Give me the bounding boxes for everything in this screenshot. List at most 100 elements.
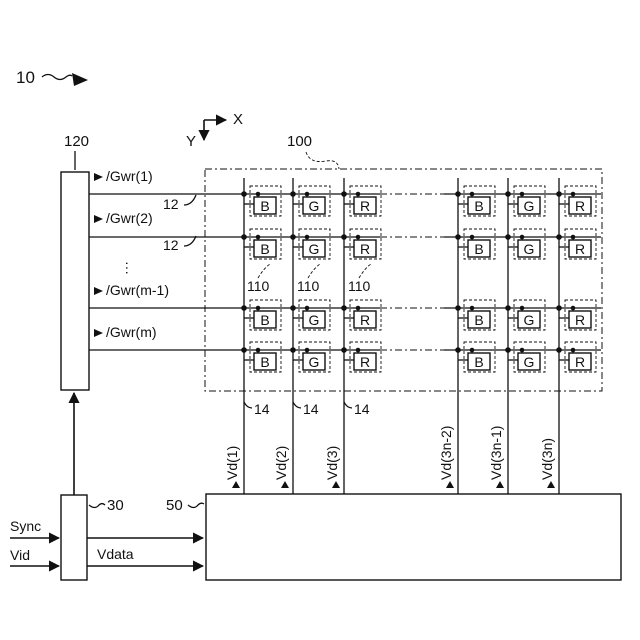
- pixel-color-label: G: [524, 354, 535, 370]
- gate-junction-dot: [455, 234, 461, 240]
- gate-junction-dot: [556, 347, 562, 353]
- gate-junction-dot: [556, 305, 562, 311]
- pixel-color-label: G: [524, 241, 535, 257]
- gate-signal-arrow-icon: [94, 287, 103, 295]
- gate-junction-dot: [455, 191, 461, 197]
- pixel-gate-dot: [520, 306, 525, 311]
- pixel-gate-dot: [571, 306, 576, 311]
- gate-junction-dot: [455, 347, 461, 353]
- pixel-gate-dot: [305, 235, 310, 240]
- gate-junction-dot: [455, 305, 461, 311]
- pixel-leader: [359, 264, 371, 278]
- pixel-color-label: B: [260, 241, 269, 257]
- pixel-color-label: R: [575, 354, 585, 370]
- figure-leader: [42, 75, 72, 80]
- pixel-color-label: R: [360, 354, 370, 370]
- gate-junction-dot: [556, 191, 562, 197]
- pixel-gate-dot: [305, 348, 310, 353]
- data-signal-arrow-icon: [332, 481, 340, 488]
- data-signal-arrow-icon: [281, 481, 289, 488]
- data-signal-label: Vd(3): [324, 446, 340, 480]
- data-signal-arrow-icon: [547, 481, 555, 488]
- gate-junction-dot: [290, 347, 296, 353]
- pixel-color-label: R: [360, 198, 370, 214]
- pixel-color-label: R: [575, 198, 585, 214]
- row-line-label: 12: [163, 196, 179, 212]
- gate-junction-dot: [290, 191, 296, 197]
- pixel-gate-dot: [356, 235, 361, 240]
- pixel-color-label: B: [474, 354, 483, 370]
- data-lines: [244, 178, 559, 494]
- pixel-color-label: G: [309, 354, 320, 370]
- pixel-color-label: G: [309, 241, 320, 257]
- y-axis-label: Y: [186, 133, 196, 150]
- gate-junction-dot: [241, 305, 247, 311]
- gate-junction-dot: [505, 191, 511, 197]
- row-line-label: 12: [163, 237, 179, 253]
- data-signal-arrow-icon: [496, 481, 504, 488]
- pixel-gate-dot: [256, 192, 261, 197]
- vid-input-label: Vid: [10, 547, 30, 563]
- scan-driver-label: 120: [64, 133, 89, 150]
- row-line-leader: [184, 195, 196, 205]
- sync-input-label: Sync: [10, 518, 41, 534]
- pixel-gate-dot: [571, 235, 576, 240]
- controller-label: 30: [107, 497, 124, 514]
- column-line-label: 14: [354, 401, 370, 417]
- figure-label: 10: [16, 68, 35, 87]
- pixel-gate-dot: [470, 348, 475, 353]
- gate-junction-dot: [290, 234, 296, 240]
- pixel-label: 110: [348, 278, 371, 294]
- controller-block: [61, 495, 87, 580]
- data-signal-arrow-icon: [232, 481, 240, 488]
- pixel-color-label: G: [524, 198, 535, 214]
- rows-ellipsis: ···: [120, 261, 136, 275]
- pixel-label: 110: [247, 278, 270, 294]
- scan-driver-block: [61, 172, 89, 390]
- pixel-gate-dot: [356, 348, 361, 353]
- data-signal-label: Vd(2): [273, 446, 289, 480]
- gate-junction-dot: [341, 347, 347, 353]
- axes-indicator: X Y: [186, 111, 243, 150]
- pixel-gate-dot: [256, 306, 261, 311]
- column-line-leader: [293, 402, 301, 408]
- gate-signal-arrow-icon: [94, 215, 103, 223]
- gate-junction-dot: [341, 234, 347, 240]
- pixel-gate-dot: [356, 192, 361, 197]
- gate-junction-dot: [556, 234, 562, 240]
- pixel-color-label: B: [474, 198, 483, 214]
- pixel-gate-dot: [470, 235, 475, 240]
- pixel-gate-dot: [470, 306, 475, 311]
- pixel-leader: [258, 264, 270, 278]
- pixel-color-label: G: [309, 198, 320, 214]
- pixel-gate-dot: [256, 348, 261, 353]
- data-signal-arrow-icon: [446, 481, 454, 488]
- pixel-gate-dot: [305, 306, 310, 311]
- gate-junction-dot: [241, 347, 247, 353]
- column-line-label: 14: [254, 401, 270, 417]
- pixel-gate-dot: [520, 192, 525, 197]
- vdata-label: Vdata: [97, 546, 134, 562]
- gate-signal-label: /Gwr(1): [106, 168, 153, 184]
- pixel-gate-dot: [520, 235, 525, 240]
- pixel-gate-dot: [470, 192, 475, 197]
- pixel-array-leader: [306, 152, 339, 169]
- data-driver-leader: [188, 503, 204, 507]
- gate-signal-label: /Gwr(m): [106, 324, 157, 340]
- column-line-leader: [344, 402, 352, 408]
- gate-junction-dot: [241, 234, 247, 240]
- pixel-color-label: G: [524, 312, 535, 328]
- gate-junction-dot: [505, 347, 511, 353]
- figure-arrow: [72, 73, 88, 86]
- gate-junction-dot: [505, 234, 511, 240]
- pixel-gate-dot: [356, 306, 361, 311]
- pixel-color-label: G: [309, 312, 320, 328]
- pixel-color-label: R: [360, 312, 370, 328]
- data-signal-label: Vd(3n): [539, 438, 555, 480]
- gate-signal-arrow-icon: [94, 173, 103, 181]
- gate-junction-dot: [341, 305, 347, 311]
- pixel-color-label: B: [474, 312, 483, 328]
- controller-leader: [89, 504, 105, 508]
- column-line-leader: [244, 402, 252, 408]
